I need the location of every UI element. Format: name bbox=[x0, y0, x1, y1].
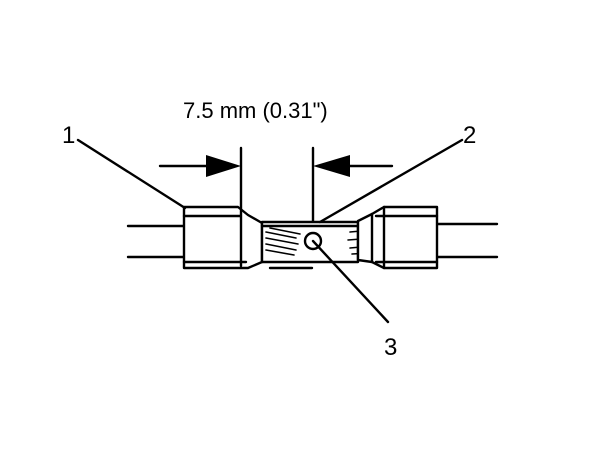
arrow-left-head-icon bbox=[206, 155, 241, 177]
left-strands bbox=[265, 227, 301, 256]
arrow-right-head-icon bbox=[313, 155, 350, 177]
left-wire bbox=[126, 224, 186, 259]
dimension-arrows bbox=[158, 146, 394, 234]
right-sleeve bbox=[356, 205, 439, 270]
left-sleeve bbox=[182, 205, 264, 270]
leader-1 bbox=[76, 138, 187, 210]
callout-1: 1 bbox=[62, 122, 75, 149]
right-wire bbox=[435, 222, 499, 259]
wires bbox=[126, 222, 499, 259]
leader-2 bbox=[318, 138, 464, 224]
leaders bbox=[76, 138, 464, 324]
leader-3 bbox=[311, 239, 390, 324]
dimension-label: 7.5 mm (0.31") bbox=[183, 98, 328, 123]
callout-3: 3 bbox=[384, 334, 397, 361]
callout-2: 2 bbox=[463, 122, 476, 149]
